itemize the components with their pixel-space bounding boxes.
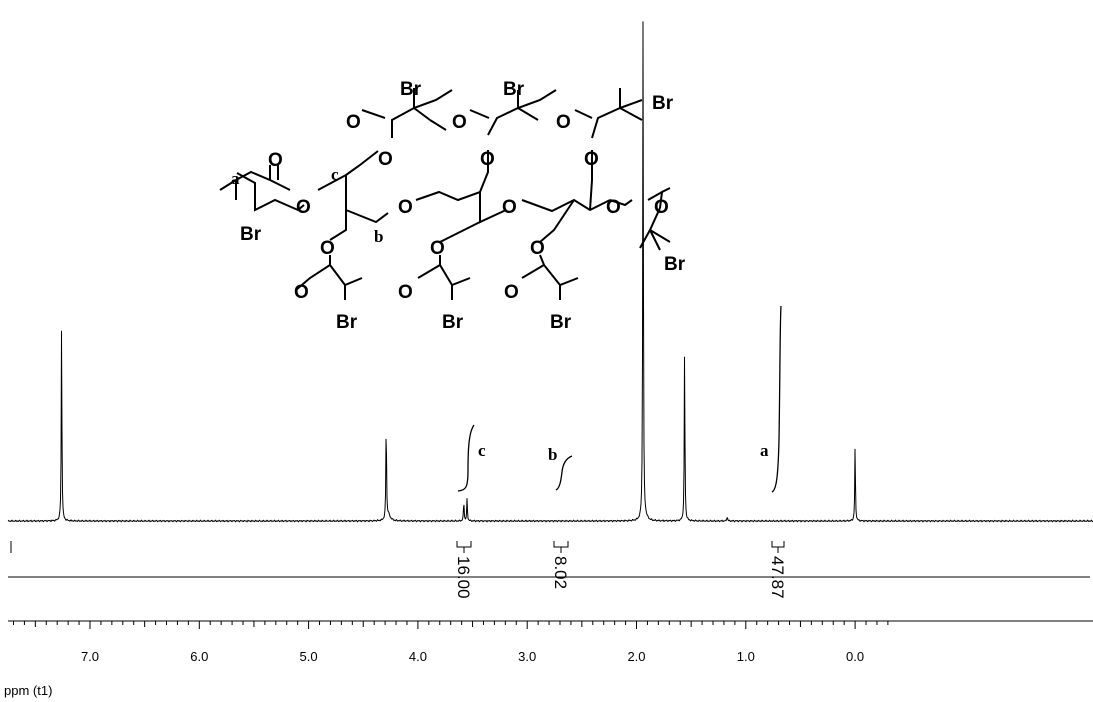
x-tick-label: 2.0 xyxy=(627,649,645,664)
bromine-label: Br xyxy=(336,312,358,333)
x-tick-label: 1.0 xyxy=(737,649,755,664)
peak-letter-c: c xyxy=(478,441,486,460)
integral-value: 16.00 xyxy=(454,556,473,599)
x-tick-label: 7.0 xyxy=(81,649,99,664)
bond xyxy=(649,229,661,251)
oxygen-label: O xyxy=(452,112,467,133)
x-tick-label: 3.0 xyxy=(518,649,536,664)
oxygen-label: O xyxy=(556,112,571,133)
integral-bracket xyxy=(553,541,569,553)
bond xyxy=(609,199,633,207)
bromine-label: Br xyxy=(442,312,464,333)
bond xyxy=(539,199,575,243)
x-tick-label: 0.0 xyxy=(846,649,864,664)
oxygen-label: O xyxy=(654,197,669,218)
bromine-label: Br xyxy=(664,254,686,275)
bond xyxy=(391,106,431,138)
bond xyxy=(439,264,471,287)
position-label-b: b xyxy=(374,227,383,246)
x-axis: 7.0 6.0 5.0 4.0 3.0 2.0 1.0 0.0 xyxy=(8,620,1093,664)
bromine-label: Br xyxy=(400,79,422,100)
oxygen-label: O xyxy=(346,112,361,133)
bromine-label: Br xyxy=(550,312,572,333)
oxygen-label: O xyxy=(430,238,445,259)
oxygen-label: O xyxy=(294,282,309,303)
bond xyxy=(574,109,593,119)
bond xyxy=(487,106,539,136)
position-label-c: c xyxy=(331,165,339,184)
x-tick-label: 6.0 xyxy=(190,649,208,664)
bromine-label: Br xyxy=(503,79,525,100)
bond xyxy=(269,179,291,191)
bond xyxy=(415,190,507,224)
bond xyxy=(219,179,237,191)
oxygen-label: O xyxy=(606,197,621,218)
bond xyxy=(479,150,489,193)
oxygen-label: O xyxy=(320,238,335,259)
oxygen-label: O xyxy=(296,197,311,218)
bond xyxy=(329,210,347,241)
bromine-label: Br xyxy=(240,224,262,245)
oxygen-label: O xyxy=(378,149,393,170)
integral-bracket xyxy=(771,541,785,553)
bromine-label: Br xyxy=(652,93,674,114)
x-axis-title: ppm (t1) xyxy=(4,683,52,698)
oxygen-label: O xyxy=(504,282,519,303)
bond xyxy=(649,229,671,243)
oxygen-label: O xyxy=(398,197,413,218)
x-tick-label: 5.0 xyxy=(300,649,318,664)
peak-letter-b: b xyxy=(548,445,557,464)
integral-curve-a xyxy=(771,305,782,493)
oxygen-label: O xyxy=(502,197,517,218)
molecule-structure xyxy=(219,88,671,300)
integral-value: 8.02 xyxy=(551,556,570,589)
bond xyxy=(661,187,671,193)
bond xyxy=(361,109,386,119)
bond xyxy=(317,173,389,224)
integral-curve-c xyxy=(457,424,475,492)
bond xyxy=(517,89,557,109)
oxygen-label: O xyxy=(480,149,495,170)
bond xyxy=(619,99,643,109)
oxygen-label: O xyxy=(584,149,599,170)
integral-bar: 16.00 8.02 47.87 xyxy=(8,541,1090,599)
position-label-a: a xyxy=(231,169,240,188)
bond xyxy=(589,150,593,211)
integral-curves xyxy=(457,305,782,493)
oxygen-label: O xyxy=(398,282,413,303)
integral-bracket xyxy=(456,541,472,553)
x-tick-label: 4.0 xyxy=(409,649,427,664)
integral-value: 47.87 xyxy=(768,556,787,599)
bond xyxy=(235,165,271,182)
peak-letter-a: a xyxy=(760,441,769,460)
bond xyxy=(329,264,363,287)
bond xyxy=(591,106,643,139)
bond xyxy=(413,89,453,109)
spectrum-line xyxy=(7,21,1093,523)
bond xyxy=(543,264,579,287)
bond xyxy=(295,255,331,291)
oxygen-label: O xyxy=(268,150,283,171)
bond xyxy=(469,109,490,119)
bond xyxy=(345,150,379,176)
bond xyxy=(429,119,447,131)
bond xyxy=(236,172,305,212)
bond xyxy=(521,198,611,213)
integral-curve-b xyxy=(555,455,573,491)
bond xyxy=(439,221,481,243)
oxygen-label: O xyxy=(530,238,545,259)
